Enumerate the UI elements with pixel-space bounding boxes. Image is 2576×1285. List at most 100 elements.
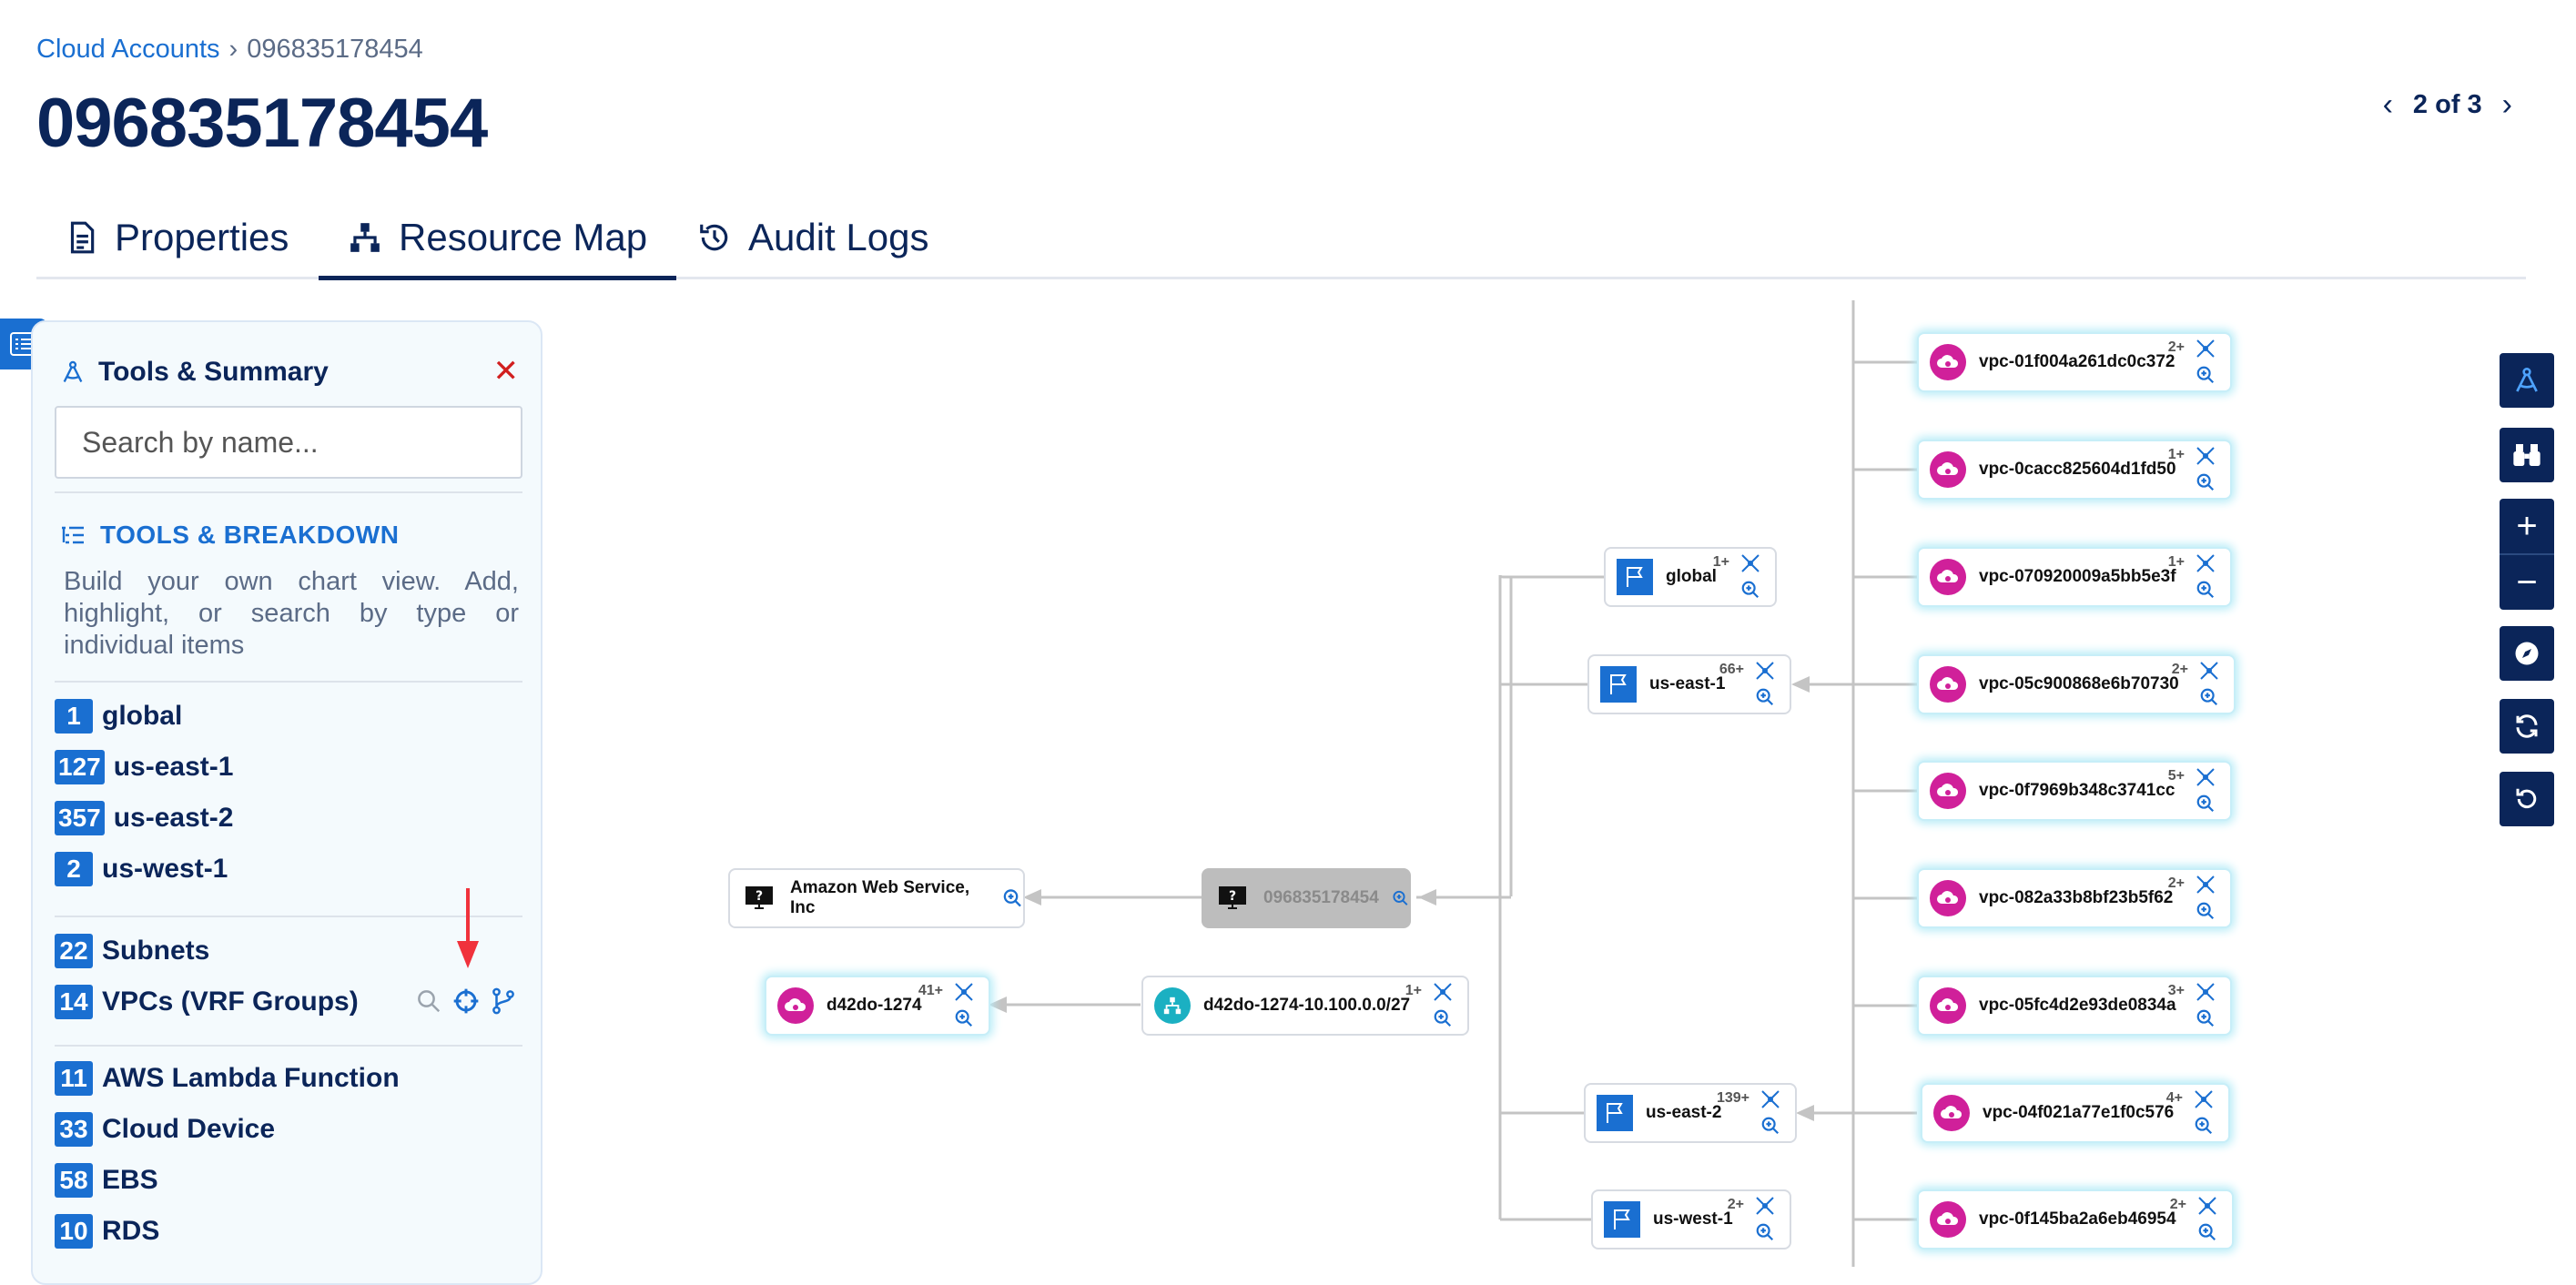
zoom-icon[interactable] xyxy=(1392,887,1409,909)
expand-children-icon[interactable] xyxy=(2194,766,2217,788)
node-label: global xyxy=(1666,567,1717,586)
zoom-icon[interactable] xyxy=(2196,901,2216,921)
expand-children-icon[interactable] xyxy=(2196,1195,2219,1217)
search-icon[interactable] xyxy=(415,987,442,1015)
resource-item-aws-lambda-function[interactable]: 11 AWS Lambda Function xyxy=(55,1061,400,1096)
network-item-subnets[interactable]: 22 Subnets xyxy=(55,934,209,968)
expand-children-icon[interactable] xyxy=(2197,660,2221,682)
zoom-icon[interactable] xyxy=(2199,687,2219,707)
node-label: vpc-04f021a77e1f0c576 xyxy=(1983,1103,2175,1122)
node-label: d42do-1274 xyxy=(827,996,922,1015)
item-label: EBS xyxy=(102,1165,158,1195)
pager: ‹ 2 of 3 › xyxy=(2383,87,2512,123)
previous-page-button[interactable]: ‹ xyxy=(2382,87,2393,122)
map-node-vpc[interactable]: vpc-082a33b8bf23b5f62 2+ xyxy=(1917,868,2232,928)
child-count: 41+ xyxy=(918,983,943,998)
map-node-vpc[interactable]: vpc-0cacc825604d1fd50 1+ xyxy=(1917,440,2232,500)
zoom-icon[interactable] xyxy=(2196,580,2216,600)
resource-item-ebs[interactable]: 58 EBS xyxy=(55,1163,158,1198)
item-label: Subnets xyxy=(102,936,210,966)
region-item-us-east-1[interactable]: 127 us-east-1 xyxy=(55,750,233,784)
expand-children-icon[interactable] xyxy=(952,981,976,1003)
tab-audit-logs[interactable]: Audit Logs xyxy=(697,198,928,277)
zoom-icon[interactable] xyxy=(1433,1008,1453,1028)
zoom-icon[interactable] xyxy=(2194,1116,2214,1136)
child-count: 2+ xyxy=(2169,1197,2186,1212)
close-icon[interactable]: ✕ xyxy=(492,354,520,389)
zoom-icon[interactable] xyxy=(2196,472,2216,492)
map-node-vpc[interactable]: vpc-05c900868e6b70730 2+ xyxy=(1917,654,2236,714)
map-node-vpc[interactable]: vpc-0f145ba2a6eb46954 2+ xyxy=(1917,1189,2234,1250)
expand-children-icon[interactable] xyxy=(2194,338,2217,359)
expand-children-icon[interactable] xyxy=(2194,445,2217,467)
node-label: vpc-0f145ba2a6eb46954 xyxy=(1979,1209,2176,1229)
map-node-vpc[interactable]: vpc-070920009a5bb5e3f 1+ xyxy=(1917,547,2232,607)
reset-button[interactable] xyxy=(2500,772,2554,826)
zoom-icon[interactable] xyxy=(2196,365,2216,385)
expand-children-icon[interactable] xyxy=(2192,1088,2216,1110)
expand-children-icon[interactable] xyxy=(1759,1088,1782,1110)
node-label: vpc-05c900868e6b70730 xyxy=(1979,674,2179,693)
resource-item-rds[interactable]: 10 RDS xyxy=(55,1214,159,1249)
next-page-button[interactable]: › xyxy=(2501,87,2512,122)
map-node-provider[interactable]: ? Amazon Web Service, Inc xyxy=(728,868,1025,928)
expand-children-icon[interactable] xyxy=(2194,874,2217,895)
zoom-icon[interactable] xyxy=(1002,887,1023,909)
child-count: 139+ xyxy=(1716,1090,1749,1106)
map-node-region-us-east-2[interactable]: us-east-2 139+ xyxy=(1584,1083,1797,1143)
map-node-vpc[interactable]: vpc-04f021a77e1f0c576 4+ xyxy=(1921,1083,2230,1143)
zoom-in-button[interactable]: + xyxy=(2500,499,2554,555)
expand-children-icon[interactable] xyxy=(1431,981,1455,1003)
zoom-icon[interactable] xyxy=(2197,1222,2217,1242)
find-button[interactable] xyxy=(2500,428,2554,482)
map-node-region-global[interactable]: global 1+ xyxy=(1604,547,1777,607)
svg-text:?: ? xyxy=(1229,889,1236,904)
map-node-subnet[interactable]: d42do-1274-10.100.0.0/27 1+ xyxy=(1141,976,1469,1036)
search-input[interactable] xyxy=(55,406,522,479)
node-label: Amazon Web Service, Inc xyxy=(790,878,970,917)
breadcrumb-link-cloud-accounts[interactable]: Cloud Accounts xyxy=(36,35,220,64)
item-label: global xyxy=(102,701,183,731)
map-node-vpc-d42do[interactable]: d42do-1274 41+ xyxy=(765,976,990,1036)
item-label: us-east-1 xyxy=(113,752,234,782)
zoom-icon[interactable] xyxy=(1755,1222,1775,1242)
expand-children-icon[interactable] xyxy=(2194,981,2217,1003)
page-title: 096835178454 xyxy=(36,85,488,162)
zoom-icon[interactable] xyxy=(1760,1116,1780,1136)
zoom-out-button[interactable]: − xyxy=(2516,562,2538,602)
zoom-icon[interactable] xyxy=(1740,580,1760,600)
resource-item-cloud-device[interactable]: 33 Cloud Device xyxy=(55,1112,275,1147)
refresh-button[interactable] xyxy=(2500,699,2554,754)
branch-icon[interactable] xyxy=(490,987,517,1015)
expand-children-icon[interactable] xyxy=(1753,1195,1777,1217)
expand-children-icon[interactable] xyxy=(1753,660,1777,682)
zoom-icon[interactable] xyxy=(2196,1008,2216,1028)
tab-properties[interactable]: Properties xyxy=(64,198,289,277)
map-node-region-us-east-1[interactable]: us-east-1 66+ xyxy=(1587,654,1791,714)
count-badge: 58 xyxy=(55,1163,93,1198)
expand-children-icon[interactable] xyxy=(1739,552,1762,574)
crosshair-icon[interactable] xyxy=(451,987,481,1016)
tools-button[interactable] xyxy=(2500,353,2554,408)
breakdown-description: Build your own chart view. Add, highligh… xyxy=(64,567,519,660)
map-node-account[interactable]: ? 096835178454 xyxy=(1202,868,1411,928)
cloud-network-icon xyxy=(1930,1201,1966,1238)
zoom-icon[interactable] xyxy=(1755,687,1775,707)
expand-children-icon[interactable] xyxy=(2194,552,2217,574)
region-item-us-west-1[interactable]: 2 us-west-1 xyxy=(55,852,228,886)
unknown-device-icon: ? xyxy=(741,880,777,916)
map-node-vpc[interactable]: vpc-01f004a261dc0c372 2+ xyxy=(1917,332,2232,392)
cloud-network-icon xyxy=(1930,344,1966,380)
fit-view-button[interactable] xyxy=(2500,626,2554,681)
map-node-vpc[interactable]: vpc-0f7969b348c3741cc 5+ xyxy=(1917,761,2232,821)
region-item-us-east-2[interactable]: 357 us-east-2 xyxy=(55,801,233,835)
child-count: 1+ xyxy=(2167,447,2185,462)
network-item-vpcs[interactable]: 14 VPCs (VRF Groups) xyxy=(55,985,359,1019)
map-node-vpc[interactable]: vpc-05fc4d2e93de0834a 3+ xyxy=(1917,976,2232,1036)
region-item-global[interactable]: 1 global xyxy=(55,699,182,734)
compass-icon xyxy=(2515,642,2539,665)
zoom-icon[interactable] xyxy=(2196,794,2216,814)
map-node-region-us-west-1[interactable]: us-west-1 2+ xyxy=(1591,1189,1791,1250)
zoom-icon[interactable] xyxy=(954,1008,974,1028)
tab-resource-map[interactable]: Resource Map xyxy=(319,198,677,280)
